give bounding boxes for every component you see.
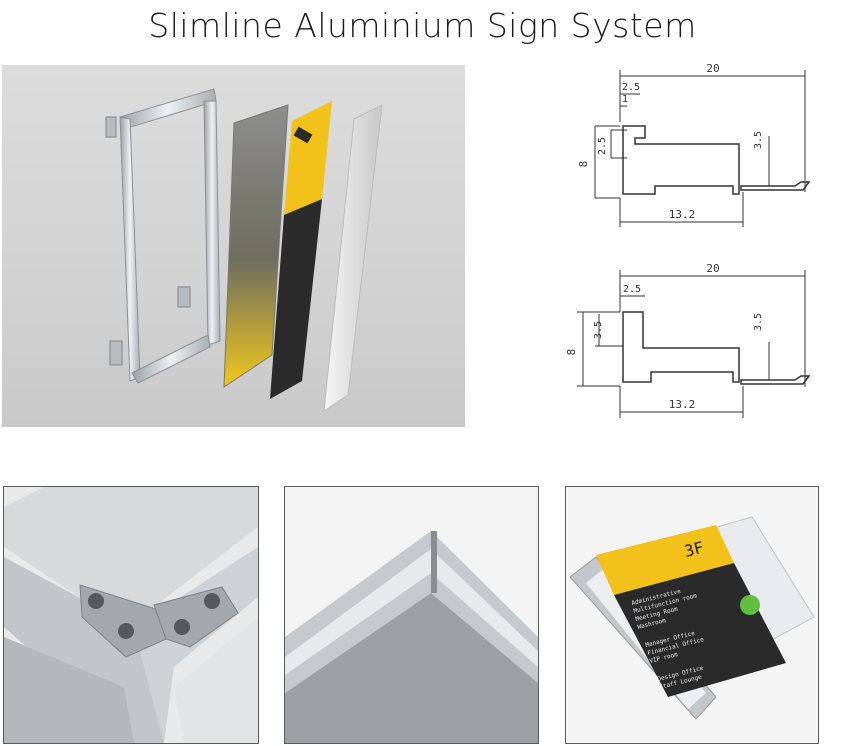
profile-top-channel-depth: 3.5 bbox=[753, 131, 764, 149]
sign-floor-label: 3F bbox=[682, 538, 705, 561]
exploded-view-image bbox=[2, 65, 465, 427]
profile-top-lip-width: 2.5 bbox=[622, 82, 640, 93]
sign-insert-photo: 3F Administrative Multifunction room Mee… bbox=[565, 486, 819, 744]
profile-bottom-channel-depth: 3.5 bbox=[753, 313, 764, 331]
page-title: Slimline Aluminium Sign System bbox=[148, 6, 697, 45]
profile-bottom-lip-height: 3.5 bbox=[593, 321, 604, 339]
profile-bottom-width: 20 bbox=[706, 262, 719, 275]
corner-bracket-photo bbox=[3, 486, 259, 744]
sign-graphic-insert bbox=[270, 101, 332, 399]
profile-top-width: 20 bbox=[706, 62, 719, 75]
aluminium-frame bbox=[105, 88, 221, 384]
profile-top-lip-gap: 1 bbox=[622, 94, 628, 105]
profile-bottom-lip-width: 2.5 bbox=[623, 284, 641, 295]
acrylic-cover bbox=[323, 104, 383, 413]
profile-bottom-base-length: 13.2 bbox=[669, 398, 696, 411]
mitred-corner-photo bbox=[284, 486, 539, 744]
sign-dark-body bbox=[614, 563, 786, 697]
profile-top-lip-height: 2.5 bbox=[597, 137, 608, 155]
profile-drawing-bottom: 20 2.5 3.5 8 3.5 13.2 bbox=[565, 262, 840, 427]
profile-bottom-height: 8 bbox=[565, 349, 578, 356]
sign-yellow-header bbox=[596, 525, 734, 595]
profile-drawing-top: 20 2.5 1 2.5 8 3.5 13.2 bbox=[565, 62, 840, 232]
back-panel bbox=[223, 104, 289, 388]
profile-top-height: 8 bbox=[577, 161, 590, 168]
profile-top-base-length: 13.2 bbox=[669, 208, 696, 221]
